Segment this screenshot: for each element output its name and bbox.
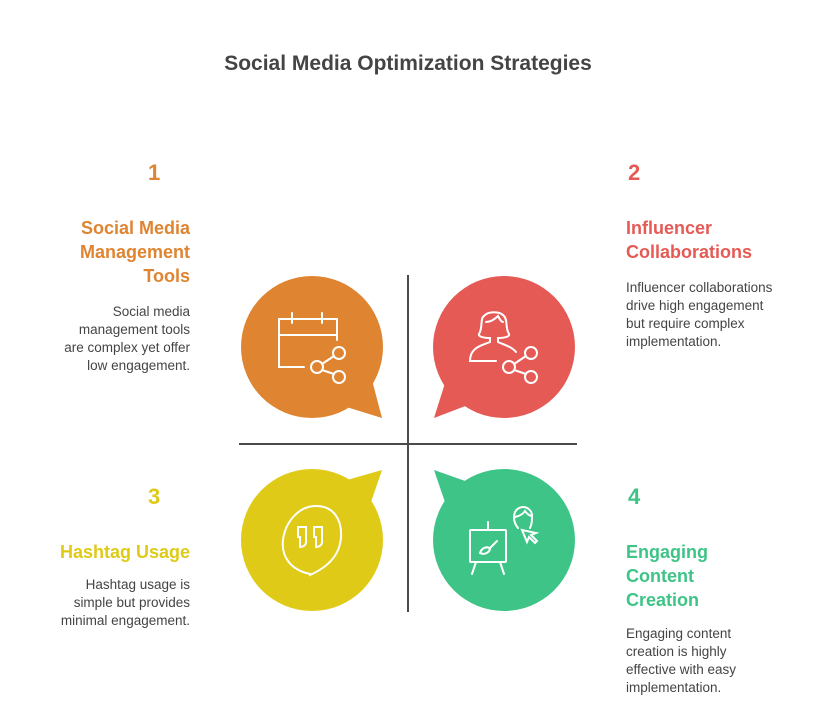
- quadrant-4-description: Engaging content creation is highly effe…: [626, 626, 737, 695]
- quadrant-1-number: 1: [148, 160, 161, 185]
- quadrant-3-description: Hashtag usage is simple but provides min…: [60, 577, 190, 628]
- bubble-1: [241, 276, 383, 418]
- bubble-3: [241, 469, 383, 611]
- quadrant-3-heading: Hashtag Usage: [59, 542, 190, 562]
- calendar-share-icon: [278, 312, 346, 384]
- bubble-4: [433, 469, 575, 611]
- quadrant-2-description: Influencer collaborations drive high eng…: [626, 280, 773, 349]
- quadrant-3-number: 3: [148, 484, 161, 509]
- page-title: Social Media Optimization Strategies: [224, 52, 592, 75]
- quadrant-2-heading: Influencer Collaborations: [626, 218, 753, 262]
- easel-cursor-icon: [469, 506, 540, 575]
- person-share-icon: [468, 311, 538, 384]
- quadrant-1-description: Social media management tools are comple…: [64, 304, 190, 373]
- quadrant-1-heading: Social Media Management Tools: [79, 218, 190, 286]
- bubble-2: [433, 276, 575, 418]
- quote-bubble-icon: [281, 504, 343, 577]
- quadrant-2-number: 2: [628, 160, 641, 185]
- quadrant-4-heading: Engaging Content Creation: [626, 542, 708, 610]
- quadrant-4-number: 4: [628, 484, 641, 509]
